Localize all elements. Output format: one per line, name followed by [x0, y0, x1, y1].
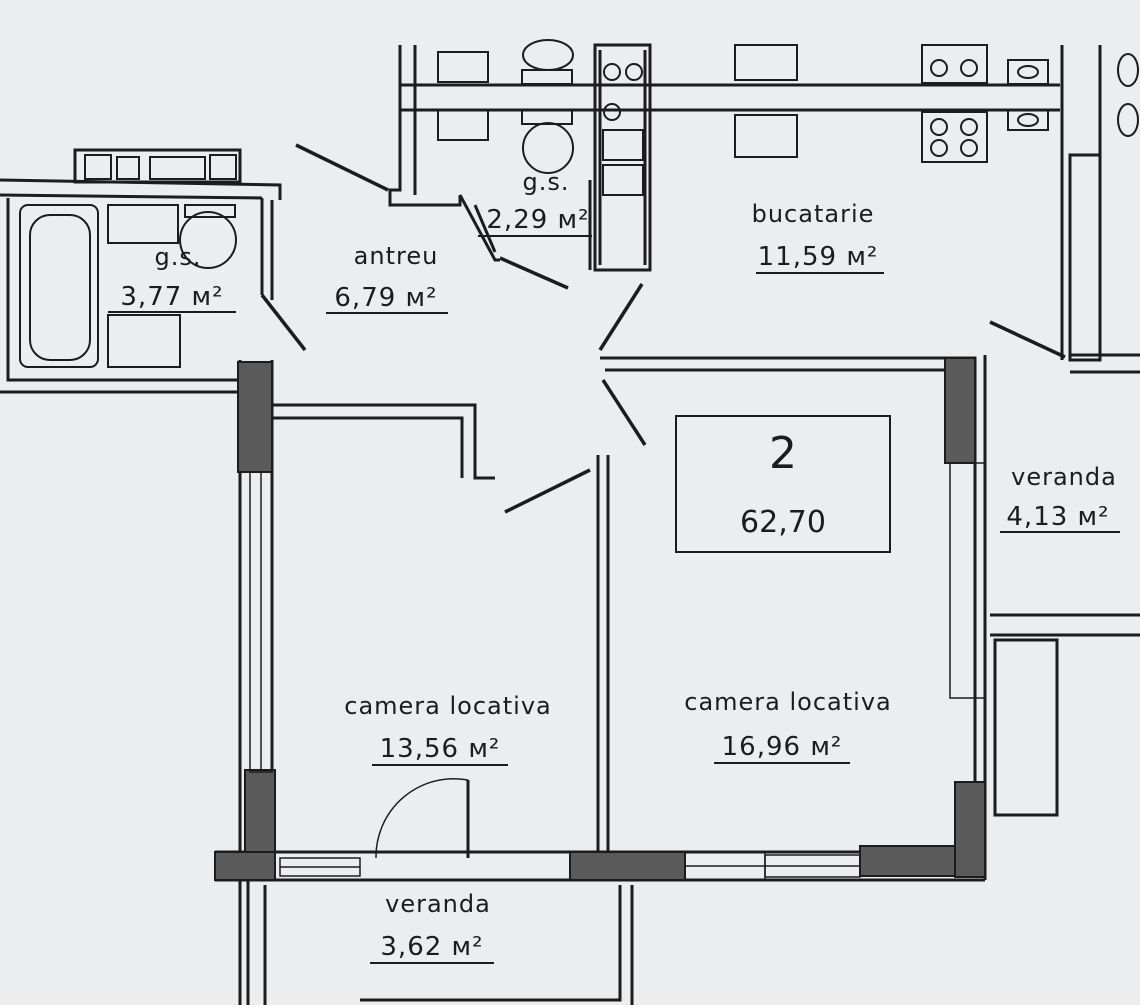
door-kitchen — [598, 283, 644, 351]
wc-toilet — [522, 122, 574, 174]
wc-sink — [437, 109, 489, 141]
room-labels: g.s. 3,77 м² antreu 6,79 м² g.s. 2,29 м²… — [108, 168, 1120, 964]
unit-box — [675, 415, 891, 553]
veranda-s-area: 3,62 м² — [380, 932, 483, 962]
living-w-area: 13,56 м² — [380, 734, 501, 764]
kitchen-name: bucatarie — [752, 200, 875, 228]
hall-name: antreu — [354, 242, 439, 270]
living-e-area: 16,96 м² — [722, 732, 843, 762]
bathroom-area: 3,77 м² — [120, 282, 223, 312]
kitchen-sink — [734, 114, 798, 158]
windows — [249, 462, 986, 881]
walls — [0, 43, 1140, 1005]
hall-area: 6,79 м² — [334, 283, 437, 313]
kitchen-area: 11,59 м² — [758, 242, 879, 272]
door-bath — [260, 293, 307, 352]
wc-sink-top — [437, 51, 489, 83]
veranda-s-name: veranda — [385, 890, 491, 918]
fixtures — [19, 39, 1139, 368]
unit-number: 2 — [769, 428, 797, 479]
bathtub — [19, 204, 99, 368]
veranda-e-area: 4,13 м² — [1006, 502, 1109, 532]
stove-top — [921, 44, 988, 84]
doors — [260, 143, 1066, 859]
veranda-e-name: veranda — [1011, 463, 1117, 491]
door-living-w — [504, 468, 591, 514]
bath-toilet — [179, 211, 237, 269]
living-e-name: camera locativa — [684, 688, 892, 716]
door-wc — [499, 256, 569, 290]
stove — [921, 111, 988, 163]
bath-sink — [107, 204, 179, 244]
wc-toilet-top — [522, 39, 574, 71]
bathroom-name: g.s. — [155, 243, 202, 271]
solid-wall-segments — [214, 357, 986, 881]
door-veranda-e — [989, 320, 1066, 359]
wc-area: 2,29 м² — [486, 205, 589, 235]
wc-name: g.s. — [523, 168, 570, 196]
door-entrance — [295, 143, 389, 192]
living-w-name: camera locativa — [344, 692, 552, 720]
kitchen-sink-top — [734, 44, 798, 81]
unit-total-area: 62,70 — [740, 505, 826, 540]
door-living-e — [601, 379, 647, 446]
